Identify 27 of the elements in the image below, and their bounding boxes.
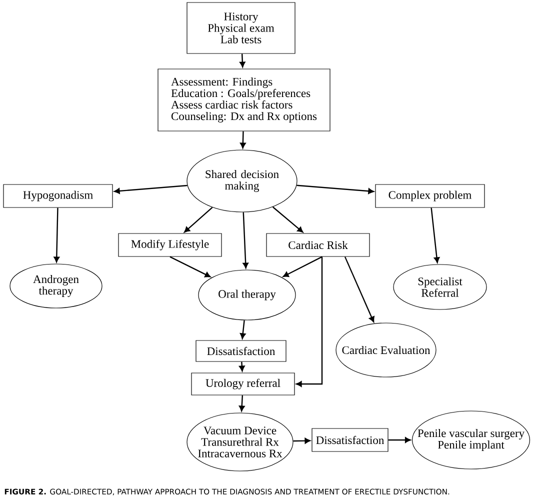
arrow (344, 256, 374, 322)
process-box: Complex problem (375, 184, 485, 208)
arrow (54, 208, 60, 262)
arrow (240, 131, 246, 148)
arrow (239, 362, 245, 372)
process-box: Dissatisfaction (312, 428, 388, 452)
process-box: Urology referral (191, 372, 295, 396)
arrow (293, 438, 310, 444)
arrow (170, 256, 211, 278)
arrow (296, 184, 374, 194)
arrow (388, 437, 411, 443)
arrow (240, 320, 246, 339)
process-box: Assessment: Findings Education : Goals/preferences Assess cardiac risk factors Counseling: Dx and Rx options (158, 68, 330, 132)
process-box: Cardiac Risk (266, 233, 370, 257)
arrow (238, 395, 245, 412)
arrow (184, 206, 213, 233)
process-box: Dissatisfaction (196, 340, 286, 362)
process-box: History Physical exam Lab tests (186, 2, 296, 54)
arrow (114, 184, 188, 194)
arrow (296, 256, 323, 387)
arrow (272, 206, 304, 233)
arrow (240, 54, 246, 68)
process-box: Hypogonadism (3, 184, 113, 208)
process-box: Modify Lifestyle (118, 233, 222, 257)
arrow (430, 208, 440, 263)
arrow (282, 256, 322, 278)
arrow (242, 212, 248, 268)
